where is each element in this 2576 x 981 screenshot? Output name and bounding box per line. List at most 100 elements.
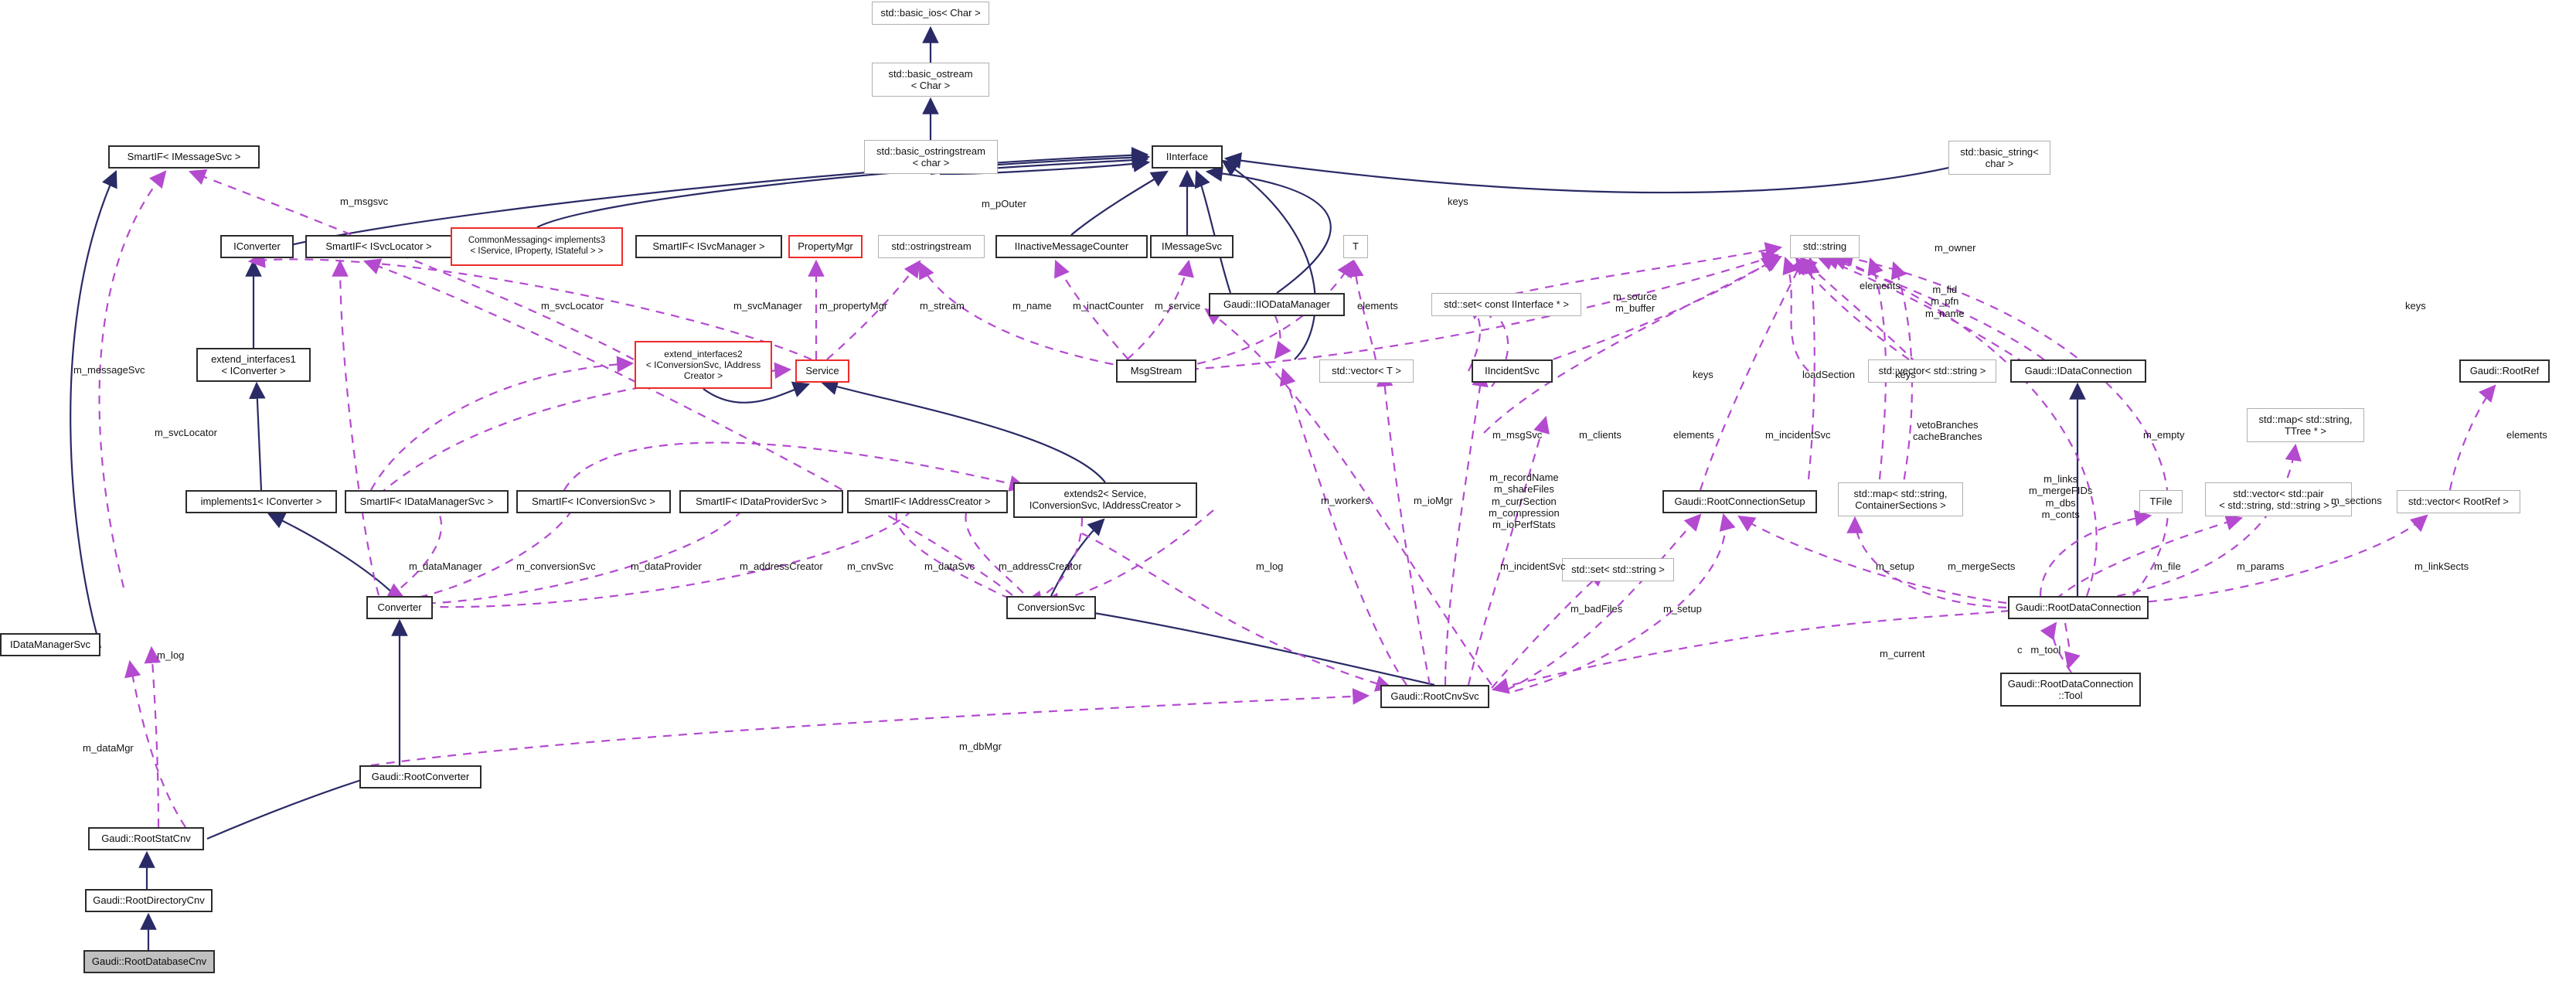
edge-label-l_mergeSects: m_mergeSects xyxy=(1948,560,2016,572)
class-node-vector_rootref[interactable]: std::vector< RootRef > xyxy=(2397,490,2520,513)
class-node-smartif_isvclocator[interactable]: SmartIF< ISvcLocator > xyxy=(305,235,452,258)
edge-label-l_svclocator_a: m_svcLocator xyxy=(541,300,604,312)
edge-label-l_elements_d: elements xyxy=(1673,429,1714,441)
class-node-vector_t[interactable]: std::vector< T > xyxy=(1319,359,1414,383)
class-node-iodatamanager[interactable]: Gaudi::IIODataManager xyxy=(1209,293,1345,316)
class-node-iinactivemsgcounter[interactable]: IInactiveMessageCounter xyxy=(995,235,1148,258)
edge-label-l_addressCreator: m_addressCreator xyxy=(740,560,823,572)
class-node-iincidentsvc[interactable]: IIncidentSvc xyxy=(1472,359,1553,383)
class-node-ostringstream[interactable]: std::ostringstream xyxy=(878,235,985,258)
class-node-t_param[interactable]: T xyxy=(1343,235,1368,258)
edge-label-l_rec_group: m_recordName m_shareFiles m_currSection … xyxy=(1489,472,1560,531)
class-node-smartif_idatamgrsvc[interactable]: SmartIF< IDataManagerSvc > xyxy=(345,490,509,513)
edge-label-l_current: m_current xyxy=(1880,648,1925,659)
class-node-iconverter[interactable]: IConverter xyxy=(220,235,294,258)
edge-label-l_msgsvc_top: m_msgsvc xyxy=(340,196,389,207)
edge-label-l_messagesvc: m_messageSvc xyxy=(73,364,145,376)
edge-label-l_msource_buffer: m_source m_buffer xyxy=(1613,291,1658,315)
edge-label-l_setup_a: m_setup xyxy=(1876,560,1914,572)
edge-label-l_fid_pfn_name: m_fid m_pfn m_name xyxy=(1925,284,1965,319)
class-node-commonmessaging[interactable]: CommonMessaging< implements3 < IService,… xyxy=(451,227,623,266)
edge-label-l_dataSvc: m_dataSvc xyxy=(924,560,975,572)
edge-label-l_sections: m_sections xyxy=(2331,495,2382,506)
class-node-msgstream[interactable]: MsgStream xyxy=(1116,359,1196,383)
edge-label-l_empty: m_empty xyxy=(2143,429,2185,441)
edge-label-l_addressCreator2: m_addressCreator xyxy=(999,560,1082,572)
edge-label-l_log_a: m_log xyxy=(1256,560,1284,572)
class-node-rootconnectionsetup[interactable]: Gaudi::RootConnectionSetup xyxy=(1662,490,1817,513)
class-node-basic_ios[interactable]: std::basic_ios< Char > xyxy=(872,2,989,25)
edge-label-l_m_owner: m_owner xyxy=(1935,242,1976,254)
edge-label-l_incidentSvc_a: m_incidentSvc xyxy=(1765,429,1831,441)
class-node-basic_string[interactable]: std::basic_string< char > xyxy=(1948,141,2050,175)
class-node-extends2c[interactable]: extends2< Service, IConversionSvc, IAddr… xyxy=(1013,482,1197,518)
edge-label-l_workers: m_workers xyxy=(1321,495,1370,506)
class-node-rootdataconnection[interactable]: Gaudi::RootDataConnection xyxy=(2008,596,2149,619)
class-node-smartif_iconvsvc[interactable]: SmartIF< IConversionSvc > xyxy=(516,490,671,513)
class-node-imessagesvc[interactable]: IMessageSvc xyxy=(1150,235,1234,258)
edge-label-l_ioMgr: m_ioMgr xyxy=(1414,495,1453,506)
edge-label-l_keys_b: keys xyxy=(1693,369,1713,380)
class-node-rootdirectorycnv[interactable]: Gaudi::RootDirectoryCnv xyxy=(85,889,213,912)
class-node-vector_string[interactable]: std::vector< std::string > xyxy=(1868,359,1996,383)
class-node-vector_pair_ss[interactable]: std::vector< std::pair < std::string, st… xyxy=(2205,482,2352,516)
class-node-conversionsvc[interactable]: ConversionSvc xyxy=(1006,596,1096,619)
class-node-tfile[interactable]: TFile xyxy=(2139,490,2183,513)
class-node-rootcnvsvc[interactable]: Gaudi::RootCnvSvc xyxy=(1380,685,1489,708)
edge-label-l_stream: m_stream xyxy=(920,300,965,312)
class-node-idataconnection[interactable]: Gaudi::IDataConnection xyxy=(2010,359,2146,383)
class-node-set_string[interactable]: std::set< std::string > xyxy=(1562,558,1674,581)
class-node-iinterface[interactable]: IInterface xyxy=(1152,145,1223,169)
edge-label-l_loadsection: loadSection xyxy=(1802,369,1855,380)
class-node-set_iinterface[interactable]: std::set< const IInterface * > xyxy=(1431,293,1581,316)
class-node-map_containersect[interactable]: std::map< std::string, ContainerSections… xyxy=(1838,482,1963,516)
edge-label-l_dataMgr: m_dataMgr xyxy=(83,742,134,754)
edge-label-l_elements_a: elements xyxy=(1357,300,1398,312)
class-node-service[interactable]: Service xyxy=(795,359,849,383)
edge-label-l_links_group: m_links m_mergeFIDs m_dbs m_conts xyxy=(2029,473,2093,520)
edge-label-l_keys_c: keys xyxy=(1895,369,1916,380)
class-node-basic_ostringstream[interactable]: std::basic_ostringstream < char > xyxy=(864,140,998,174)
class-node-map_ttree[interactable]: std::map< std::string, TTree * > xyxy=(2247,408,2364,442)
edge-label-l_badFiles: m_badFiles xyxy=(1570,603,1623,615)
class-node-smartif_iaddrcreat[interactable]: SmartIF< IAddressCreator > xyxy=(847,490,1008,513)
class-node-string[interactable]: std::string xyxy=(1790,235,1860,258)
class-node-basic_ostream[interactable]: std::basic_ostream < Char > xyxy=(872,63,989,97)
class-node-smartif_imessagesvc[interactable]: SmartIF< IMessageSvc > xyxy=(108,145,260,169)
edge-label-l_inactcounter: m_inactCounter xyxy=(1073,300,1144,312)
edge-label-l_elements_b: elements xyxy=(1860,280,1901,291)
edge-label-l_conversionSvc: m_conversionSvc xyxy=(516,560,596,572)
class-node-rootdatabasecnv[interactable]: Gaudi::RootDatabaseCnv xyxy=(83,950,215,973)
edge-label-l_params: m_params xyxy=(2237,560,2285,572)
edge-label-l_svclocator_b: m_svcLocator xyxy=(155,427,217,438)
class-node-extend_interfaces1[interactable]: extend_interfaces1 < IConverter > xyxy=(196,348,311,382)
edge-label-l_service: m_service xyxy=(1155,300,1201,312)
edge-label-l_dataProvider: m_dataProvider xyxy=(631,560,702,572)
class-node-rootref[interactable]: Gaudi::RootRef xyxy=(2459,359,2550,383)
edge-label-l_msgSvc: m_msgSvc xyxy=(1492,429,1543,441)
class-node-smartif_isvcmanager[interactable]: SmartIF< ISvcManager > xyxy=(635,235,782,258)
edge-label-l_linkSects: m_linkSects xyxy=(2414,560,2469,572)
class-node-extend_interfaces2[interactable]: extend_interfaces2 < IConversionSvc, IAd… xyxy=(635,341,772,389)
edge-label-l_dbMgr: m_dbMgr xyxy=(959,741,1002,752)
edge-label-l_elements_c: elements xyxy=(2506,429,2547,441)
edge-label-l_setup_b: m_setup xyxy=(1663,603,1702,615)
edge-label-l_keys_top: keys xyxy=(1448,196,1468,207)
class-node-implements1[interactable]: implements1< IConverter > xyxy=(185,490,337,513)
edge-label-l_log_b: m_log xyxy=(157,649,185,661)
edge-label-l_clients: m_clients xyxy=(1579,429,1621,441)
class-node-propertymgr[interactable]: PropertyMgr xyxy=(788,235,863,258)
class-node-rootstatcnv[interactable]: Gaudi::RootStatCnv xyxy=(88,827,204,850)
class-node-idatamanagersvc[interactable]: IDataManagerSvc xyxy=(0,633,100,656)
edge-label-l_file: m_file xyxy=(2154,560,2181,572)
edge-label-l_cnvSvc: m_cnvSvc xyxy=(847,560,893,572)
class-node-rootdataconn_tool[interactable]: Gaudi::RootDataConnection ::Tool xyxy=(2000,673,2141,707)
edge-label-l_name: m_name xyxy=(1012,300,1052,312)
edge-label-l_incidentSvc_b: m_incidentSvc xyxy=(1500,560,1566,572)
class-node-rootconverter[interactable]: Gaudi::RootConverter xyxy=(359,765,482,789)
edge-label-l_c_tool: c m_tool xyxy=(2017,644,2061,656)
class-node-smartif_idataprov[interactable]: SmartIF< IDataProviderSvc > xyxy=(679,490,843,513)
class-node-converter[interactable]: Converter xyxy=(366,596,433,619)
edge-label-l_svcmanager: m_svcManager xyxy=(733,300,802,312)
